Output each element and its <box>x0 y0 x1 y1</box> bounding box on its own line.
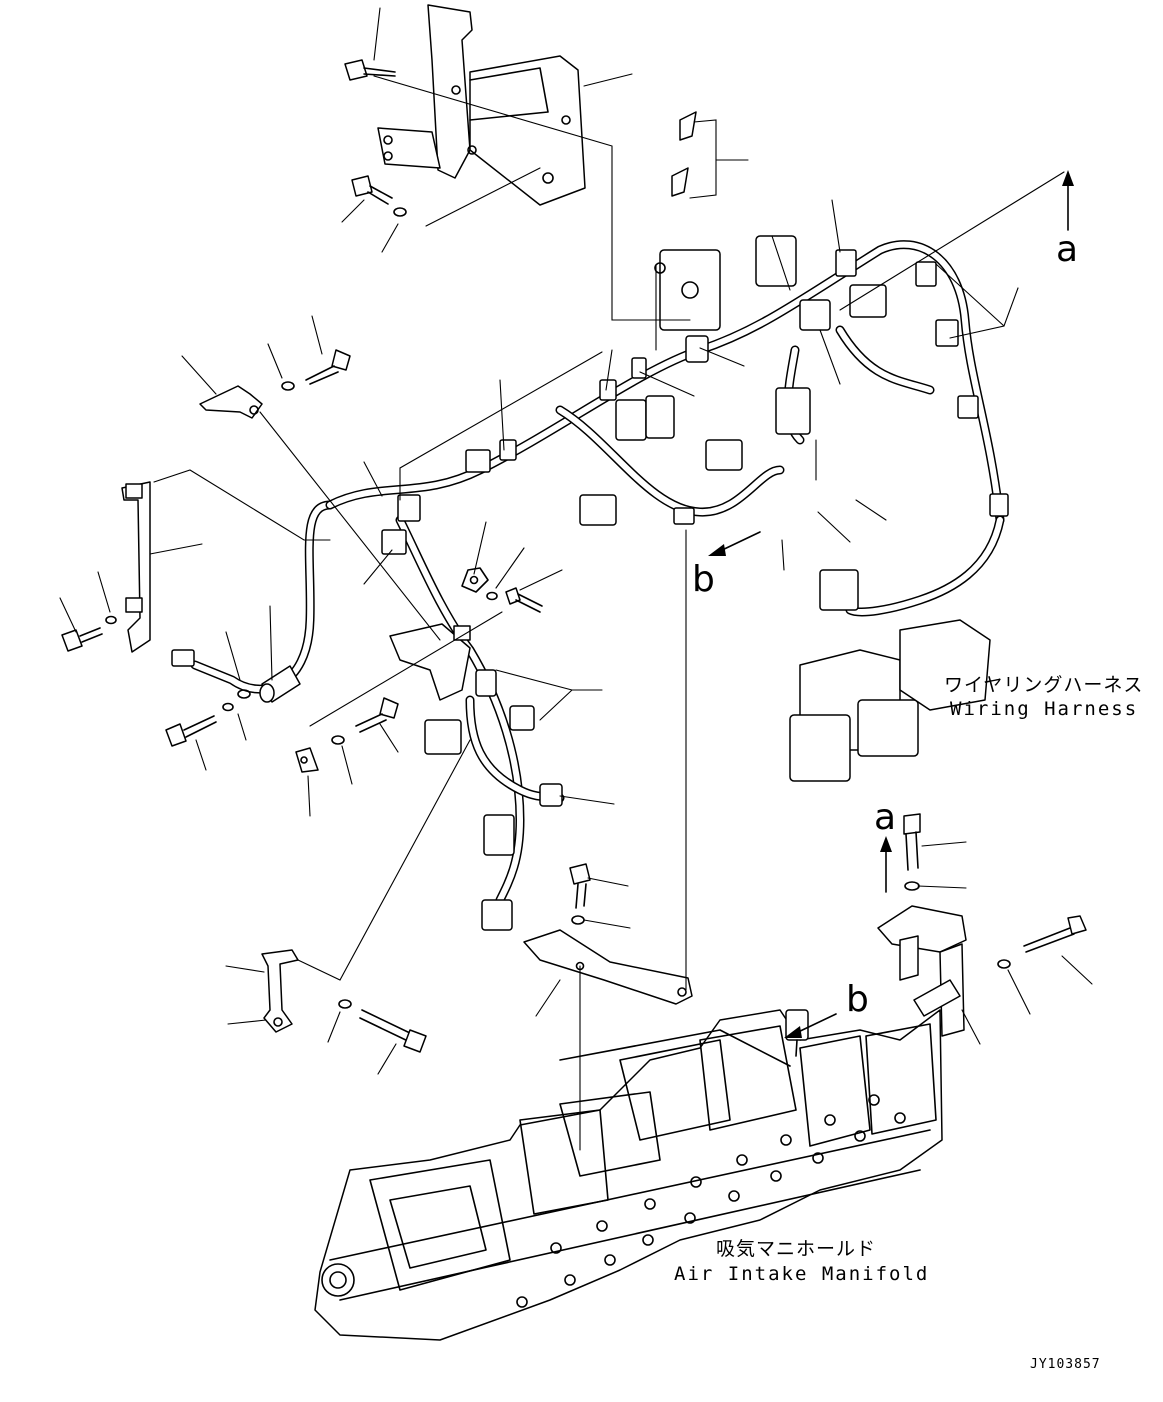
arrow-a-top <box>1062 170 1074 231</box>
bracket-lower-left <box>261 949 427 1053</box>
intake-manifold-label-en: Air Intake Manifold <box>674 1263 930 1285</box>
arrow-a-bottom <box>880 836 892 893</box>
bracket-lower-right <box>877 813 1087 1037</box>
bolt-top <box>344 59 396 81</box>
bolt-center <box>461 567 543 613</box>
drawing-code: JY103857 <box>1030 1357 1101 1372</box>
ref-a-bottom: a <box>874 797 897 838</box>
harness-clamps <box>381 249 1009 807</box>
upper-bracket <box>377 4 586 206</box>
arrow-b-right <box>784 1013 837 1038</box>
wiring-harness-label-jp: ワイヤリングハーネス <box>944 674 1144 696</box>
intake-manifold <box>314 1009 943 1341</box>
bolt-mid-left <box>165 689 251 747</box>
bolt-center-left <box>295 697 399 773</box>
harness-connectors <box>171 235 991 931</box>
arrow-b-left <box>708 531 761 556</box>
bracket-plate <box>523 863 693 1005</box>
ref-b-right: b <box>846 979 869 1020</box>
bracket-center <box>389 623 471 701</box>
spacer-tube <box>259 665 301 703</box>
wiring-harness-label-en: Wiring Harness <box>950 698 1139 720</box>
ref-a-top: a <box>1056 229 1079 270</box>
clip-pair <box>671 111 697 197</box>
left-bracket <box>121 481 151 653</box>
leader-lines <box>59 7 1093 1151</box>
small-bracket-top-left <box>199 349 351 419</box>
manifold-bolts <box>516 1094 906 1308</box>
intake-manifold-label-jp: 吸気マニホールド <box>716 1238 877 1260</box>
bolt-bracket-left <box>351 175 407 217</box>
ref-b-left: b <box>692 559 715 600</box>
bolt-left <box>61 615 117 652</box>
